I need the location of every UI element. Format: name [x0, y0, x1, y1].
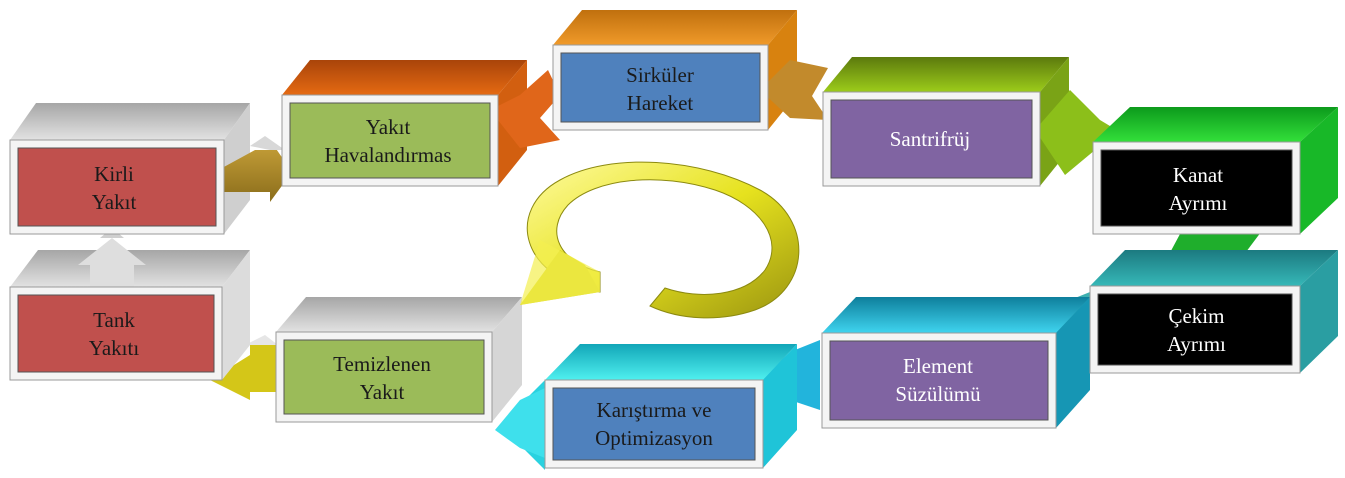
label-karistirma: Karıştırma ve Optimizasyon	[595, 398, 713, 450]
node-box-sirkuler	[560, 52, 761, 123]
arrow-sirkuler-to-santrifruj	[760, 60, 828, 120]
arrow-temizlenen-to-tank	[210, 335, 278, 400]
node-box-santrifruj	[830, 99, 1033, 179]
block-cekim	[1090, 250, 1338, 373]
arrow-santrifruj-to-kanat	[1035, 90, 1125, 175]
node-box-suzulumu	[829, 340, 1049, 421]
node-box-temizlenen	[283, 339, 485, 415]
node-box-havalandirma	[289, 102, 491, 179]
node-box-cekim	[1097, 293, 1293, 366]
label-santrifruj: Santrifrüj	[889, 127, 971, 151]
label-tank: Tank Yakıtı	[88, 308, 140, 360]
cycle-arrow-icon	[520, 161, 800, 319]
label-havalandirma: Yakıt Havalandırmas	[324, 115, 452, 167]
label-cekim: Çekim Ayrımı	[1167, 304, 1226, 356]
label-temizlenen: Temizlenen Yakıt	[333, 352, 431, 404]
label-kirli: Kirli Yakıt	[91, 162, 137, 214]
block-suzulumu	[822, 297, 1090, 428]
label-kanat: Kanat Ayrımı	[1168, 163, 1228, 215]
block-havalandirma	[282, 60, 527, 186]
node-box-kanat	[1100, 149, 1293, 227]
label-sirkuler: Sirküler Hareket	[626, 63, 694, 115]
node-box-karistirma	[552, 387, 756, 461]
arrow-kirli-to-havalandirma	[222, 136, 292, 202]
node-box-kirli	[17, 147, 217, 227]
block-temizlenen	[276, 297, 522, 422]
node-layer	[9, 44, 1301, 469]
node-box-tank	[17, 294, 215, 373]
arrow-karistirma-to-temizlenen	[495, 388, 545, 458]
block-kanat	[1093, 107, 1338, 234]
label-suzulumu: Element Süzülümü	[895, 354, 981, 406]
arrow-havalandirma-to-sirkuler	[490, 70, 560, 148]
